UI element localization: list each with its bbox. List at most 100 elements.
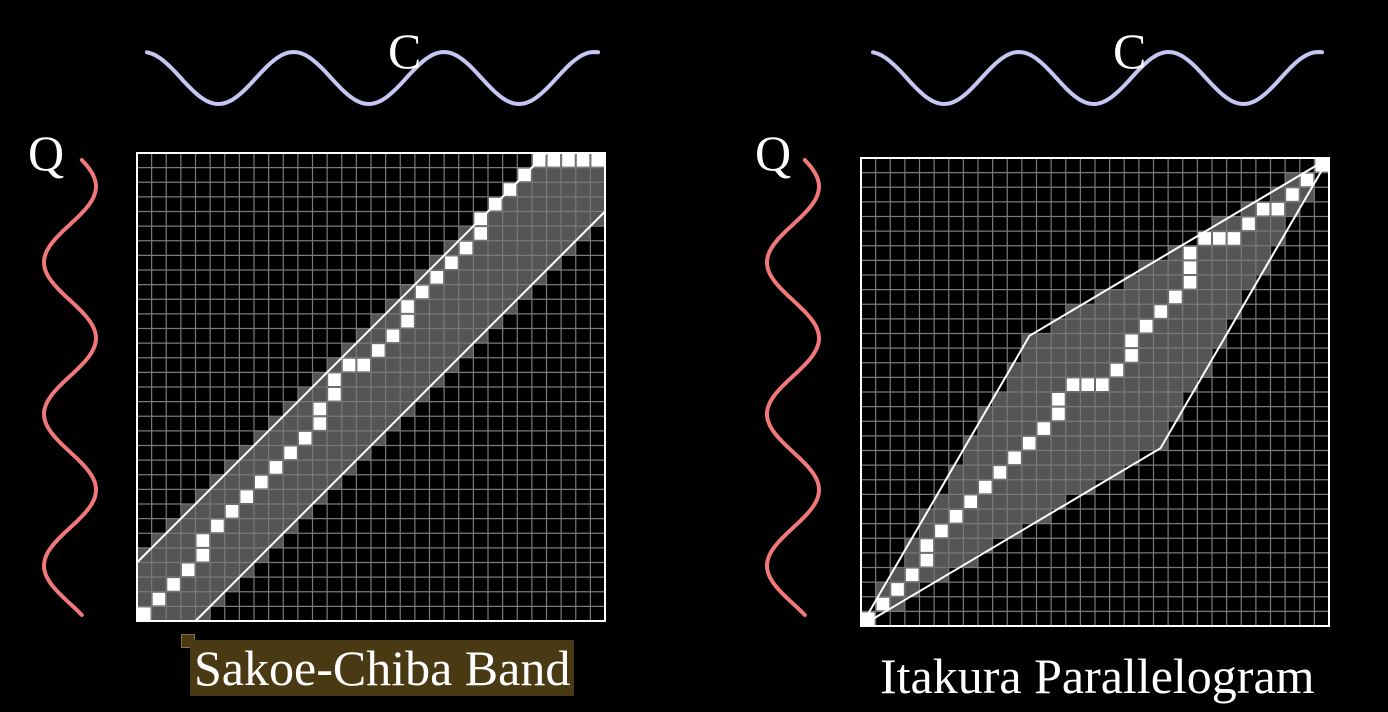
warping-path-cell <box>372 344 385 357</box>
band-cell <box>1007 509 1022 524</box>
band-cell <box>429 313 445 329</box>
band-cell <box>400 387 415 402</box>
band-cell <box>488 211 503 227</box>
band-cell <box>963 538 978 553</box>
band-cell <box>1065 348 1081 363</box>
band-cell <box>444 313 459 329</box>
band-cell <box>1153 377 1169 392</box>
band-cell <box>1036 406 1052 422</box>
band-cell <box>904 538 920 553</box>
band-cell <box>517 255 532 270</box>
band-cell <box>1182 289 1198 305</box>
band-cell <box>1255 216 1271 232</box>
band-cell <box>1197 333 1212 349</box>
warping-path-cell <box>167 578 180 591</box>
band-cell <box>429 328 445 344</box>
sakoe-chiba-caption[interactable]: Sakoe-Chiba Band <box>190 640 575 696</box>
band-cell <box>151 562 167 578</box>
warping-path-cell <box>562 154 575 167</box>
itakura-panel: C Q <box>755 23 1330 627</box>
band-cell <box>1007 392 1022 407</box>
band-cell <box>1182 377 1198 392</box>
band-cell <box>327 445 342 461</box>
band-cell <box>1095 392 1110 407</box>
band-cell <box>1036 333 1052 349</box>
band-cell <box>502 255 518 270</box>
warping-path-cell <box>386 329 400 343</box>
band-cell <box>1036 479 1052 495</box>
band-cell <box>1197 245 1212 261</box>
band-cell <box>283 416 298 431</box>
band-cell <box>963 479 978 495</box>
warping-path-cell <box>576 154 590 167</box>
band-cell <box>414 343 430 358</box>
warping-path-cell <box>401 314 414 328</box>
band-cell <box>1212 333 1227 349</box>
warping-path-cell <box>1256 202 1270 216</box>
band-cell <box>1255 231 1271 246</box>
band-cell <box>546 240 562 256</box>
band-cell <box>312 387 328 402</box>
band-cell <box>1021 362 1037 378</box>
band-cell <box>341 445 357 461</box>
warping-path-cell <box>1081 378 1094 391</box>
warping-path-cell <box>255 475 268 489</box>
band-cell <box>488 240 503 256</box>
band-cell <box>385 401 401 417</box>
band-cell <box>283 504 298 519</box>
warping-path-cell <box>1110 363 1124 377</box>
band-cell <box>1212 289 1227 305</box>
warping-path-cell <box>964 495 977 508</box>
band-cell <box>210 547 225 563</box>
band-cell <box>1197 289 1212 305</box>
band-cell <box>1153 333 1169 349</box>
c-time-series-wave <box>871 49 1324 107</box>
band-cell <box>371 357 386 373</box>
band-cell <box>1168 377 1183 392</box>
band-cell <box>268 504 284 519</box>
warping-path-cell <box>1169 290 1182 304</box>
band-cell <box>1065 333 1081 349</box>
band-cell <box>963 465 978 480</box>
warping-path-cell <box>1271 202 1285 216</box>
band-cell <box>590 182 605 197</box>
band-cell <box>1226 275 1242 290</box>
band-cell <box>1007 406 1022 422</box>
band-cell <box>1138 421 1154 436</box>
band-cell <box>180 606 196 621</box>
warping-path-cell <box>1125 349 1138 362</box>
band-cell <box>224 518 240 534</box>
band-cell <box>1065 362 1081 378</box>
band-cell <box>1109 392 1125 407</box>
band-cell <box>414 313 430 329</box>
band-cell <box>268 430 284 446</box>
band-cell <box>1080 479 1095 495</box>
band-cell <box>1153 348 1169 363</box>
band-cell <box>502 226 518 241</box>
band-cell <box>531 167 547 183</box>
parallelogram-boundary-lines <box>860 157 1330 627</box>
band-cell <box>1021 348 1037 363</box>
band-cell <box>297 460 313 475</box>
band-cell <box>400 357 415 373</box>
warping-path-cell <box>474 227 487 240</box>
band-cell <box>934 494 949 509</box>
band-cell <box>268 474 284 490</box>
band-cell <box>195 577 211 592</box>
grid-border <box>860 157 1330 627</box>
band-cell <box>166 533 181 548</box>
band-cell <box>210 533 225 548</box>
band-cell <box>137 591 152 607</box>
warping-path-cell <box>313 402 327 416</box>
band-cell <box>473 240 488 256</box>
band-cell <box>327 460 342 475</box>
band-cell <box>948 494 964 509</box>
band-cell <box>385 343 401 358</box>
band-cell <box>268 518 284 534</box>
band-cell <box>1065 479 1081 495</box>
band-cell <box>963 435 978 451</box>
band-cell <box>283 474 298 490</box>
band-cell <box>1036 450 1052 466</box>
band-cell <box>180 591 196 607</box>
